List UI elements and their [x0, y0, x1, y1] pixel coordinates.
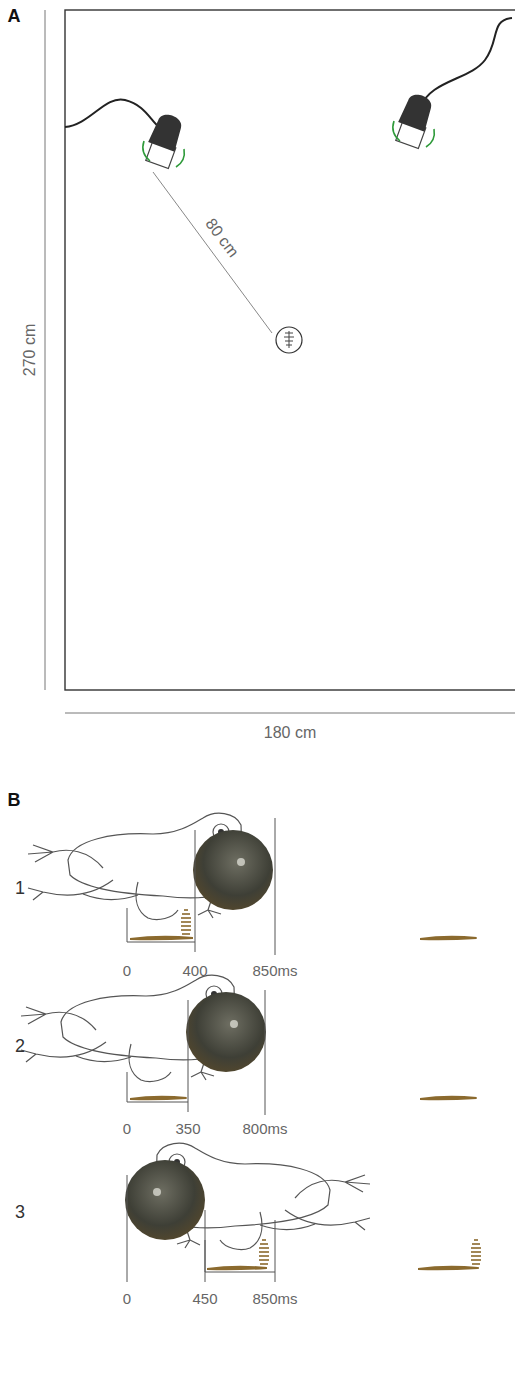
- dimension: 180 cm: [262, 724, 318, 742]
- row-number: 3: [13, 1202, 27, 1222]
- tick-label: 400: [180, 962, 209, 979]
- tick-label: 0: [121, 1290, 133, 1307]
- dimension: 80 cm: [200, 214, 243, 263]
- row-number: 2: [13, 1036, 27, 1056]
- tick-label: 800ms: [240, 1120, 289, 1137]
- panel-letter: A: [6, 6, 23, 26]
- dimension: 270 cm: [21, 322, 39, 378]
- tick-label: 850ms: [250, 962, 299, 979]
- tick-label: 450: [190, 1290, 219, 1307]
- panel-letter: B: [6, 790, 23, 810]
- tick-label: 350: [173, 1120, 202, 1137]
- tick-label: 0: [121, 1120, 133, 1137]
- tick-label: 0: [121, 962, 133, 979]
- row-number: 1: [13, 878, 27, 898]
- tick-label: 850ms: [250, 1290, 299, 1307]
